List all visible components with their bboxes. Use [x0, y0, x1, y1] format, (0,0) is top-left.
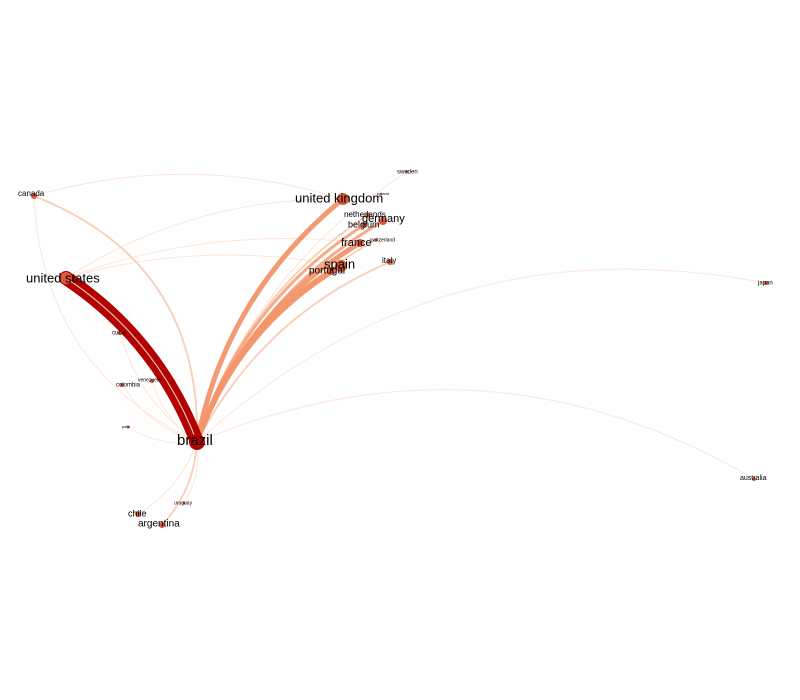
node-label-france: france — [341, 237, 372, 249]
node-label-japan: japan — [757, 281, 773, 287]
edge-brazil-united-states — [59, 271, 204, 449]
node-sweden[interactable] — [405, 170, 409, 174]
node-label-germany: germany — [362, 213, 405, 225]
node-spain[interactable] — [335, 260, 347, 272]
edge-brazil-argentina — [161, 441, 198, 526]
node-venezuela[interactable] — [150, 379, 154, 383]
node-label-netherlands: netherlands — [344, 210, 386, 219]
node-poland[interactable] — [380, 193, 382, 195]
node-label-australia: australia — [740, 475, 767, 482]
node-peru[interactable] — [126, 425, 130, 429]
node-label-argentina: argentina — [138, 519, 180, 530]
node-switzerland[interactable] — [374, 238, 378, 242]
node-france[interactable] — [356, 239, 364, 247]
node-united-states[interactable] — [60, 272, 72, 284]
node-label-peru: peru — [122, 424, 130, 429]
edge-brazil-japan — [196, 268, 767, 443]
node-chile[interactable] — [135, 511, 141, 517]
edge-highlight-brazil-united-states — [65, 277, 198, 443]
node-colombia[interactable] — [120, 383, 124, 387]
node-label-united-kingdom: united kingdom — [295, 190, 383, 205]
node-japan[interactable] — [764, 281, 768, 285]
node-label-venezuela: venezuela — [138, 377, 161, 383]
edge-united-states-france — [65, 238, 361, 279]
edge-canada-brazil — [33, 195, 198, 443]
node-belgium[interactable] — [361, 222, 367, 228]
edge-brazil-germany — [195, 219, 385, 444]
node-label-switzerland: switzerland — [370, 237, 395, 243]
node-label-colombia: colombia — [116, 383, 141, 389]
edge-united-states-spain — [65, 254, 342, 279]
node-label-uruguay: uruguay — [174, 500, 193, 506]
edge-brazil-united-kingdom — [194, 196, 346, 445]
node-label-canada: canada — [18, 189, 45, 198]
node-label-cuba: cuba — [112, 331, 126, 337]
node-australia[interactable] — [752, 477, 756, 481]
node-netherlands[interactable] — [365, 212, 371, 218]
node-canada[interactable] — [31, 193, 37, 199]
edge-layer — [33, 171, 767, 526]
node-layer — [31, 170, 768, 528]
node-brazil[interactable] — [189, 434, 205, 450]
node-uruguay[interactable] — [182, 501, 186, 505]
node-label-portugal: portugal — [309, 266, 345, 277]
node-italy[interactable] — [387, 259, 393, 265]
node-label-italy: italy — [382, 256, 396, 265]
node-portugal[interactable] — [327, 267, 335, 275]
edge-united-states-united-kingdom — [65, 198, 344, 279]
edge-brazil-colombia — [121, 384, 198, 443]
edge-canada-united-kingdom — [33, 173, 344, 200]
edge-brazil-france — [194, 240, 363, 445]
edge-brazil-australia — [196, 389, 755, 480]
node-label-belgium: belgium — [348, 219, 380, 229]
edge-brazil-chile — [137, 441, 198, 515]
edge-brazil-italy — [196, 261, 391, 443]
label-layer: brazil united states canada cuba venezuelaco… — [18, 170, 773, 530]
node-argentina[interactable] — [159, 522, 165, 528]
node-label-united-states: united states — [26, 270, 100, 285]
node-label-poland: poland — [377, 191, 389, 196]
node-cuba[interactable] — [118, 331, 122, 335]
node-label-spain: spain — [324, 256, 355, 271]
node-united-kingdom[interactable] — [337, 193, 349, 205]
node-label-brazil: brazil — [177, 432, 213, 449]
node-label-sweden: sweden — [397, 170, 418, 176]
node-label-chile: chile — [128, 508, 147, 518]
edge-brazil-canada — [33, 195, 198, 443]
node-germany[interactable] — [379, 217, 387, 225]
